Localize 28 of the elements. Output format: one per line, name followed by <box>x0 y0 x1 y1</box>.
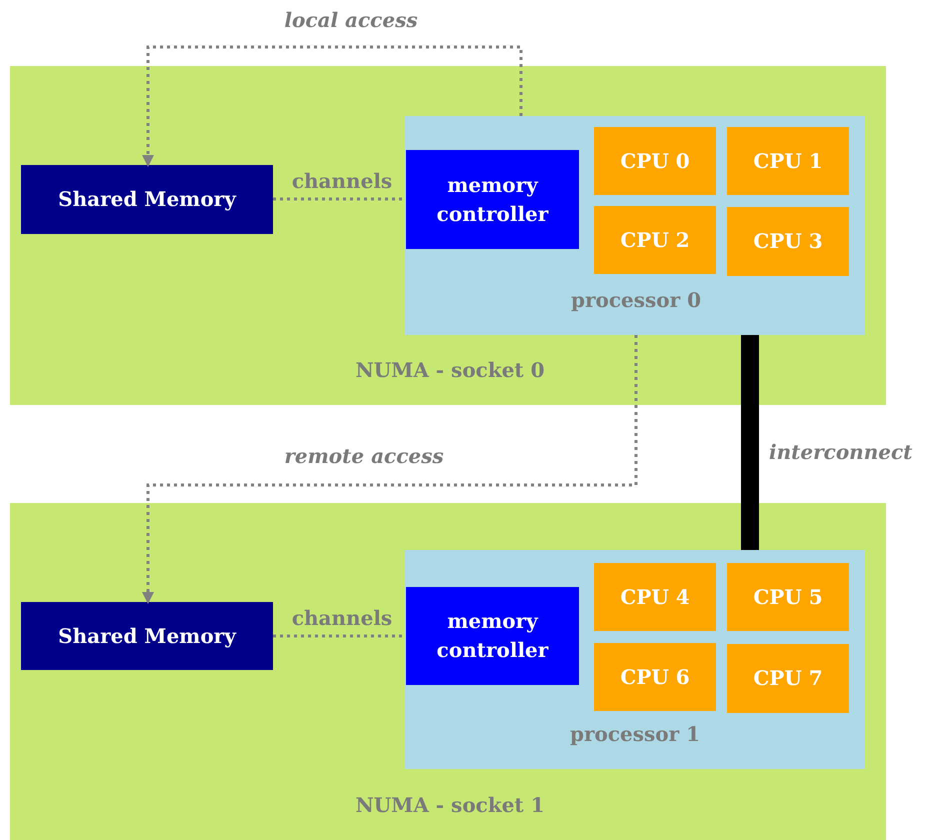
panel-label: processor 1 <box>570 721 700 748</box>
shared-memory-box: Shared Memory <box>21 602 273 670</box>
edge-label: remote access <box>284 444 444 468</box>
edge-label: local access <box>284 8 418 32</box>
cpu-box: CPU 4 <box>594 563 716 631</box>
cpu-box: CPU 1 <box>727 127 849 195</box>
panel-label: NUMA - socket 1 <box>355 792 545 819</box>
cpu-box: CPU 3 <box>727 207 849 276</box>
cpu-box: CPU 6 <box>594 643 716 711</box>
dotted-arrow <box>142 335 638 604</box>
edge-label: channels <box>292 169 392 193</box>
socket-panel <box>10 66 886 405</box>
memory-controller-box: memory controller <box>406 587 579 685</box>
cpu-box: CPU 0 <box>594 127 716 195</box>
edge-label: channels <box>292 606 392 630</box>
dotted-arrow <box>142 46 522 167</box>
processor-panel <box>405 116 865 335</box>
cpu-box: CPU 2 <box>594 206 716 274</box>
panel-label: NUMA - socket 0 <box>355 357 545 384</box>
edge-label: interconnect <box>769 440 912 464</box>
socket-panel <box>10 503 886 840</box>
processor-panel <box>405 550 865 769</box>
shared-memory-box: Shared Memory <box>21 165 273 234</box>
memory-controller-box: memory controller <box>406 150 579 249</box>
interconnect-line <box>741 335 759 550</box>
cpu-box: CPU 5 <box>727 563 849 631</box>
panel-label: processor 0 <box>570 287 702 314</box>
cpu-box: CPU 7 <box>727 644 849 713</box>
